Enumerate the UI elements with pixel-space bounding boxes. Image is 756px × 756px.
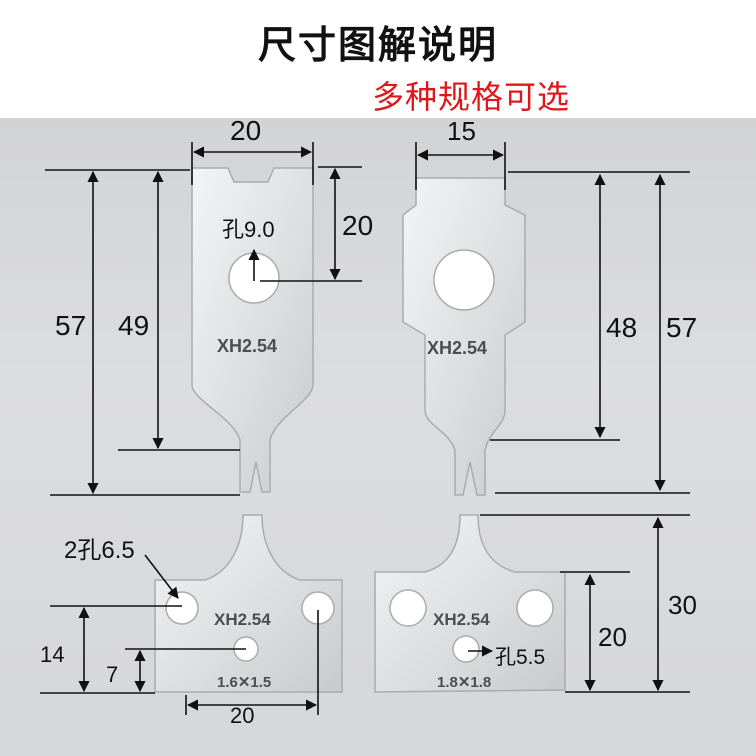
blade-c-size-stamp: 1.6✕1.5 xyxy=(217,674,272,691)
blade-a-hole-offset-label: 20 xyxy=(342,210,374,241)
hole-left-icon xyxy=(389,589,427,627)
blade-b-length-slot-label: 48 xyxy=(606,312,638,343)
blade-b-length-total-label: 57 xyxy=(666,312,698,343)
blade-a-length-slot-label: 49 xyxy=(118,310,150,341)
blade-a xyxy=(191,167,314,493)
hole-small-icon xyxy=(452,635,480,663)
blade-b-width-label: 15 xyxy=(447,116,476,146)
dimension-lines xyxy=(40,142,690,715)
blade-a-width-label: 20 xyxy=(230,115,262,146)
blade-a-length-total-label: 57 xyxy=(55,310,87,341)
blade-a-hole-label: 孔9.0 xyxy=(222,217,275,242)
blade-c-small-height-label: 7 xyxy=(106,662,119,687)
page-subtitle: 多种规格可选 xyxy=(372,78,571,116)
blade-b-model-stamp: XH2.54 xyxy=(427,338,488,358)
hole-left-icon xyxy=(165,591,199,625)
blade-d xyxy=(374,514,566,693)
hole-icon xyxy=(433,249,495,311)
blade-c-width-label: 20 xyxy=(230,703,255,728)
blade-d-size-stamp: 1.8✕1.8 xyxy=(437,674,492,691)
blade-d-height-label: 30 xyxy=(668,590,697,620)
blade-c-model-stamp: XH2.54 xyxy=(214,610,271,629)
blade-d-model-stamp: XH2.54 xyxy=(433,610,490,629)
blade-a-model-stamp: XH2.54 xyxy=(217,336,278,356)
blade-c-hole-height-label: 14 xyxy=(40,642,65,667)
page-title: 尺寸图解说明 xyxy=(257,23,498,67)
blade-d-hole-label: 孔5.5 xyxy=(495,646,546,669)
hole-right-icon xyxy=(516,589,554,627)
blade-c xyxy=(154,514,343,693)
blade-c-hole-label: 2孔6.5 xyxy=(64,537,135,564)
blade-b xyxy=(402,177,526,496)
blade-d-hole-height-label: 20 xyxy=(598,622,627,652)
